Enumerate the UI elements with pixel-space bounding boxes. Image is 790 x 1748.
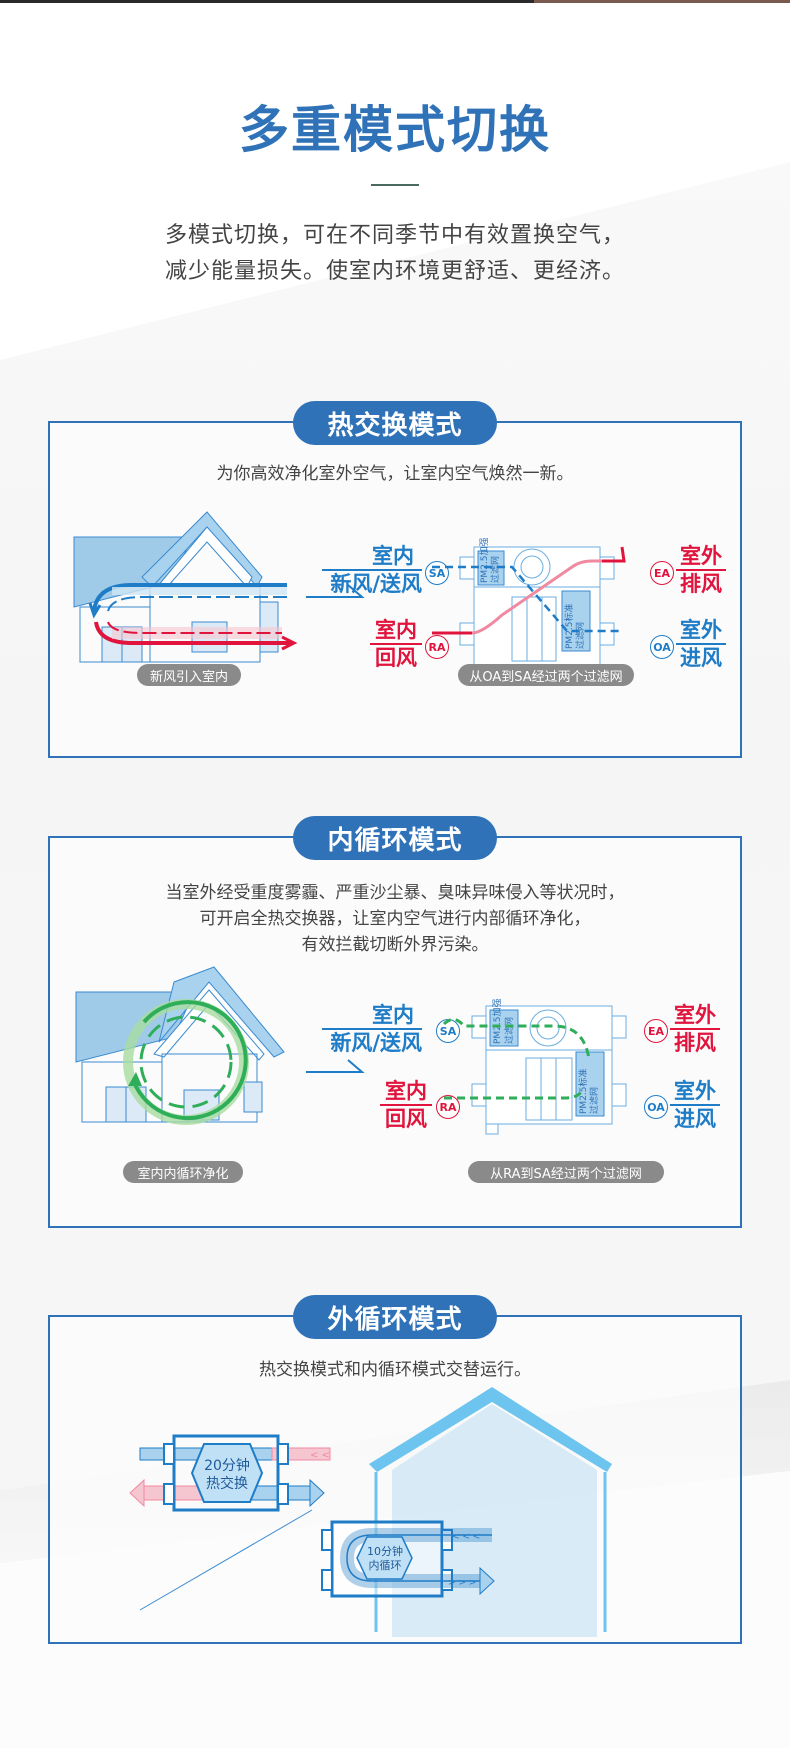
ra-label: 室内 回风 (370, 617, 422, 671)
sa-label: 室内 新风/送风 (322, 1002, 422, 1056)
sa-badge: SA (425, 561, 449, 585)
unit-caption: 从RA到SA经过两个过滤网 (468, 1161, 664, 1183)
svg-text:内循环: 内循环 (369, 1558, 402, 1572)
section-description: 为你高效净化室外空气，让室内空气焕然一新。 (216, 464, 574, 484)
house-caption: 室内内循环净化 (123, 1161, 243, 1183)
svg-text:过滤网: 过滤网 (503, 1017, 515, 1044)
section-description: 当室外经受重度雾霾、严重沙尘暴、臭味异味侵入等状况时， 可开启全热交换器，让室内… (165, 883, 625, 955)
unit-caption: 从OA到SA经过两个过滤网 (458, 664, 634, 686)
ea-label: 室外 排风 (670, 1002, 720, 1056)
house-fresh-air-illustration (73, 511, 298, 663)
oa-label: 室外 进风 (670, 1078, 720, 1132)
ea-badge: EA (644, 1019, 668, 1043)
ra-badge: RA (425, 635, 449, 659)
page-title: 多重模式切换 (239, 101, 551, 159)
title-divider (371, 184, 419, 186)
ea-label: 室外 排风 (676, 543, 726, 597)
ra-label: 室内 回风 (380, 1078, 432, 1132)
svg-text:热交换: 热交换 (206, 1475, 248, 1492)
svg-text:过滤网: 过滤网 (489, 556, 501, 583)
inner-circulation-mode-card: 内循环模式 当室外经受重度雾霾、严重沙尘暴、臭味异味侵入等状况时， 可开启全热交… (48, 816, 742, 1228)
oa-label: 室外 进风 (676, 617, 726, 671)
svg-text:PM2.5加强: PM2.5加强 (479, 537, 490, 583)
heat-exchange-mode-card: 热交换模式 为你高效净化室外空气，让室内空气焕然一新。 新风引入室内 室内 新风… (48, 401, 742, 758)
sa-label: 室内 新风/送风 (322, 543, 422, 597)
svg-text:< < <: < < < (452, 1532, 480, 1542)
svg-text:PM2.5标准: PM2.5标准 (577, 1068, 589, 1114)
svg-text:过滤网: 过滤网 (588, 1087, 600, 1114)
flow-arrow-icon (306, 584, 365, 598)
section-title-pill: 内循环模式 (293, 816, 497, 860)
svg-text:PM2.5加强: PM2.5加强 (492, 998, 503, 1044)
flow-arrow-icon (306, 1059, 365, 1073)
svg-text:过滤网: 过滤网 (574, 622, 586, 649)
heat-exchanger-unit-diagram: PM2.5加强 过滤网 PM2.5标准 过滤网 (432, 537, 626, 676)
oa-badge: OA (650, 635, 674, 659)
svg-text:20分钟: 20分钟 (204, 1457, 250, 1474)
hero-description: 多模式切换，可在不同季节中有效置换空气， 减少能量损失。使室内环境更舒适、更经济… (164, 223, 625, 284)
outer-circulation-mode-card: 外循环模式 热交换模式和内循环模式交替运行。 < < 20分钟 热交换 (48, 1295, 742, 1644)
section-title-pill: 热交换模式 (293, 401, 497, 445)
svg-text:10分钟: 10分钟 (367, 1544, 403, 1558)
house-caption: 新风引入室内 (137, 664, 241, 686)
svg-text:PM2.5标准: PM2.5标准 (563, 603, 575, 649)
svg-text:< <: < < (310, 1450, 330, 1461)
svg-text:> > >: > > > (448, 1578, 476, 1588)
alternating-mode-illustration: < < 20分钟 热交换 < < < > > > 10分钟 内循环 (129, 1387, 612, 1637)
ea-badge: EA (650, 561, 674, 585)
oa-badge: OA (644, 1095, 668, 1119)
house-recirculation-illustration (75, 966, 285, 1125)
section-description: 热交换模式和内循环模式交替运行。 (259, 1360, 531, 1380)
section-title-pill: 外循环模式 (293, 1295, 497, 1339)
heat-exchanger-unit-diagram: PM2.5加强 过滤网 PM2.5标准 过滤网 (442, 998, 627, 1135)
